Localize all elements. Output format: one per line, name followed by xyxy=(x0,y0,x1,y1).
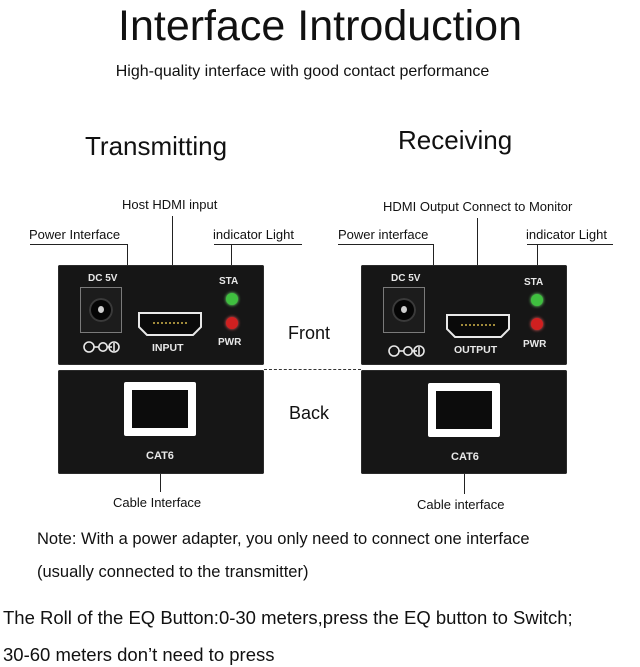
tx-power-leader-v xyxy=(127,244,128,266)
pwr-led-icon xyxy=(226,317,238,329)
rx-sta-label: STA xyxy=(524,277,544,288)
rx-rj45-port-icon xyxy=(428,383,500,437)
tx-indicator-leader-v xyxy=(231,244,232,266)
tx-dc-power-port xyxy=(80,287,122,333)
eq-line-2: 30-60 meters don’t need to press xyxy=(3,644,275,665)
polarity-symbol-icon xyxy=(388,345,425,357)
transmitting-heading: Transmitting xyxy=(85,131,228,161)
rx-power-leader-h xyxy=(338,244,433,245)
receiver-back-panel: CAT6 xyxy=(361,370,567,474)
rx-cable-leader xyxy=(464,474,465,494)
front-label: Front xyxy=(288,323,331,343)
tx-hdmi-label: INPUT xyxy=(152,342,184,354)
tx-power-leader-h xyxy=(30,244,127,245)
sta-led-icon xyxy=(226,293,238,305)
note-line-2: (usually connected to the transmitter) xyxy=(37,563,309,581)
front-back-divider xyxy=(264,369,361,370)
tx-indicator-callout: indicator Light xyxy=(213,227,294,242)
tx-cable-leader xyxy=(160,474,161,492)
receiving-heading: Receiving xyxy=(398,125,513,155)
page-title: Interface Introduction xyxy=(118,2,522,50)
tx-sta-label: STA xyxy=(219,276,239,287)
tx-dc-label: DC 5V xyxy=(88,273,118,284)
rx-hdmi-label: OUTPUT xyxy=(454,344,498,356)
rx-pwr-label: PWR xyxy=(523,339,547,350)
transmitter-back-panel: CAT6 xyxy=(58,370,264,474)
tx-rj45-port-icon xyxy=(124,382,196,436)
rx-cat6-label: CAT6 xyxy=(451,451,479,463)
rx-indicator-leader-h xyxy=(527,244,613,245)
tx-hdmi-leader xyxy=(172,216,173,304)
tx-cable-callout: Cable Interface xyxy=(113,495,202,510)
rx-power-leader-v xyxy=(433,244,434,266)
rx-dc-label: DC 5V xyxy=(391,273,421,284)
tx-indicator-leader-h xyxy=(214,244,302,245)
tx-cat6-label: CAT6 xyxy=(146,450,174,462)
tx-hdmi-callout: Host HDMI input xyxy=(122,197,218,212)
page-subtitle: High-quality interface with good contact… xyxy=(115,63,490,80)
sta-led-icon xyxy=(531,294,543,306)
hdmi-port-icon xyxy=(446,314,510,338)
rx-cable-callout: Cable interface xyxy=(417,497,505,512)
tx-pwr-label: PWR xyxy=(218,337,242,348)
rx-hdmi-leader xyxy=(477,218,478,306)
tx-power-callout: Power Interface xyxy=(29,227,121,242)
back-label: Back xyxy=(289,403,330,423)
hdmi-port-icon xyxy=(138,312,202,336)
receiver-front-panel: DC 5V OUTPUT STA PWR xyxy=(361,265,567,365)
eq-line-1: The Roll of the EQ Button:0-30 meters,pr… xyxy=(3,607,573,628)
rx-hdmi-callout: HDMI Output Connect to Monitor xyxy=(383,199,573,214)
rx-indicator-leader-v xyxy=(537,244,538,266)
transmitter-front-panel: DC 5V INPUT STA PWR xyxy=(58,265,264,365)
rx-dc-power-port xyxy=(383,287,425,333)
pwr-led-icon xyxy=(531,318,543,330)
rx-indicator-callout: indicator Light xyxy=(526,227,607,242)
note-line-1: Note: With a power adapter, you only nee… xyxy=(37,530,530,548)
rx-power-callout: Power interface xyxy=(338,227,429,242)
polarity-symbol-icon xyxy=(83,341,120,353)
